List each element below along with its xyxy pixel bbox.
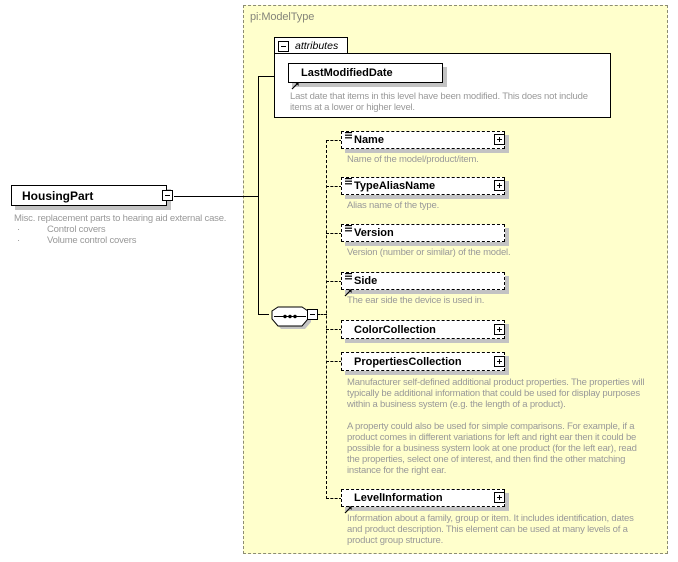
attributes-tab-label: attributes bbox=[295, 40, 339, 52]
element-name-description: Name of the model/product/item. bbox=[347, 154, 667, 165]
element-typealiasname-label: TypeAliasName bbox=[354, 180, 436, 192]
description-line: the properties, select one of interest, … bbox=[347, 454, 626, 465]
connector-stub-propertiescollection bbox=[326, 361, 342, 362]
element-typealiasname-expand-toggle[interactable] bbox=[494, 180, 505, 191]
element-housingpart-label: HousingPart bbox=[22, 188, 94, 203]
attribute-lastmodifieddate-description: Last date that items in this level have … bbox=[290, 91, 605, 113]
element-name-label: Name bbox=[354, 134, 384, 146]
housingpart-bullet-text-0: Control covers bbox=[47, 224, 106, 235]
description-line: Alias name of the type. bbox=[347, 200, 440, 211]
element-version[interactable]: Version bbox=[341, 224, 505, 242]
element-typealiasname-description: Alias name of the type. bbox=[347, 200, 667, 211]
description-line: within a business system (e.g. the lengt… bbox=[347, 399, 566, 410]
element-colorcollection-label: ColorCollection bbox=[354, 323, 436, 336]
attributes-tab[interactable]: attributes bbox=[274, 37, 348, 54]
element-name-expand-toggle[interactable] bbox=[494, 134, 505, 145]
description-line: product group structure. bbox=[347, 535, 444, 546]
sequence-marker-icon bbox=[345, 174, 353, 185]
description-line: possible for a business system look at o… bbox=[347, 443, 637, 454]
description-line: Manufacturer self-defined additional pro… bbox=[347, 377, 645, 388]
element-propertiescollection-label: PropertiesCollection bbox=[354, 355, 462, 368]
attribute-lastmodifieddate-label: LastModifiedDate bbox=[301, 67, 393, 79]
element-colorcollection-expand-toggle[interactable] bbox=[494, 324, 505, 335]
description-line: product comes in different variations fo… bbox=[347, 432, 637, 443]
connector-stub-typealiasname bbox=[326, 186, 342, 187]
element-side-label: Side bbox=[354, 275, 378, 287]
connector-bus-to-compositor bbox=[258, 314, 269, 315]
element-housingpart[interactable]: HousingPart bbox=[11, 185, 167, 206]
element-colorcollection[interactable]: ColorCollection bbox=[341, 320, 505, 339]
description-line: Version (number or similar) of the model… bbox=[347, 247, 511, 258]
connector-bus-to-attributes bbox=[258, 76, 288, 77]
connector-stub-name bbox=[326, 140, 342, 141]
description-line: The ear side the device is used in. bbox=[347, 295, 485, 306]
description-line: and product description. This element ca… bbox=[347, 524, 628, 535]
element-version-description: Version (number or similar) of the model… bbox=[347, 247, 667, 258]
element-propertiescollection-expand-toggle[interactable] bbox=[494, 356, 505, 367]
housingpart-bullet-marker-0: · bbox=[17, 224, 20, 235]
complex-type-title: pi:ModelType bbox=[250, 11, 315, 23]
connector-stub-colorcollection bbox=[326, 329, 342, 330]
connector-stub-version bbox=[326, 233, 342, 234]
element-name[interactable]: Name bbox=[341, 131, 505, 149]
element-typealiasname[interactable]: TypeAliasName bbox=[341, 177, 505, 195]
element-propertiescollection-description: Manufacturer self-defined additional pro… bbox=[347, 377, 667, 476]
element-levelinformation[interactable]: LevelInformation bbox=[341, 489, 505, 514]
connector-stub-side bbox=[326, 281, 342, 282]
connector-vertical-bus bbox=[258, 76, 259, 314]
attribute-lastmodifieddate[interactable]: LastModifiedDate bbox=[288, 63, 443, 90]
connector-compositor-to-children bbox=[317, 314, 327, 315]
description-line: A property could also be used for simple… bbox=[347, 421, 635, 432]
sequence-marker-icon bbox=[345, 221, 353, 232]
description-line: instance for the right ear. bbox=[347, 465, 447, 476]
element-propertiescollection[interactable]: PropertiesCollection bbox=[341, 352, 505, 371]
description-line: Name of the model/product/item. bbox=[347, 154, 479, 165]
arrow-icon bbox=[344, 284, 353, 297]
description-line: typically be additional information that… bbox=[347, 388, 640, 399]
description-line: items at a lower or higher level. bbox=[290, 102, 415, 113]
element-levelinformation-label: LevelInformation bbox=[354, 492, 443, 504]
element-side-description: The ear side the device is used in. bbox=[347, 295, 667, 306]
arrow-icon bbox=[291, 77, 300, 90]
housingpart-bullet-marker-1: · bbox=[17, 235, 20, 246]
element-levelinformation-expand-toggle[interactable] bbox=[494, 492, 505, 503]
sequence-compositor[interactable] bbox=[268, 304, 311, 329]
connector-housingpart-to-bus bbox=[174, 196, 258, 197]
housingpart-description-line: Misc. replacement parts to hearing aid e… bbox=[14, 213, 227, 224]
housingpart-description: Misc. replacement parts to hearing aid e… bbox=[14, 213, 244, 224]
arrow-icon bbox=[344, 501, 353, 514]
sequence-marker-icon bbox=[345, 128, 353, 139]
housingpart-collapse-toggle[interactable] bbox=[162, 190, 173, 201]
element-version-label: Version bbox=[354, 227, 394, 239]
element-side[interactable]: Side bbox=[341, 269, 505, 297]
connector-stub-levelinformation bbox=[326, 498, 342, 499]
sequence-marker-icon bbox=[345, 269, 353, 280]
element-levelinformation-description: Information about a family, group or ite… bbox=[347, 513, 667, 546]
description-line: Information about a family, group or ite… bbox=[347, 513, 634, 524]
connector-children-bus bbox=[326, 140, 327, 499]
housingpart-bullet-text-1: Volume control covers bbox=[47, 235, 137, 246]
description-line: Last date that items in this level have … bbox=[290, 91, 588, 102]
attributes-collapse-toggle[interactable] bbox=[278, 41, 289, 52]
